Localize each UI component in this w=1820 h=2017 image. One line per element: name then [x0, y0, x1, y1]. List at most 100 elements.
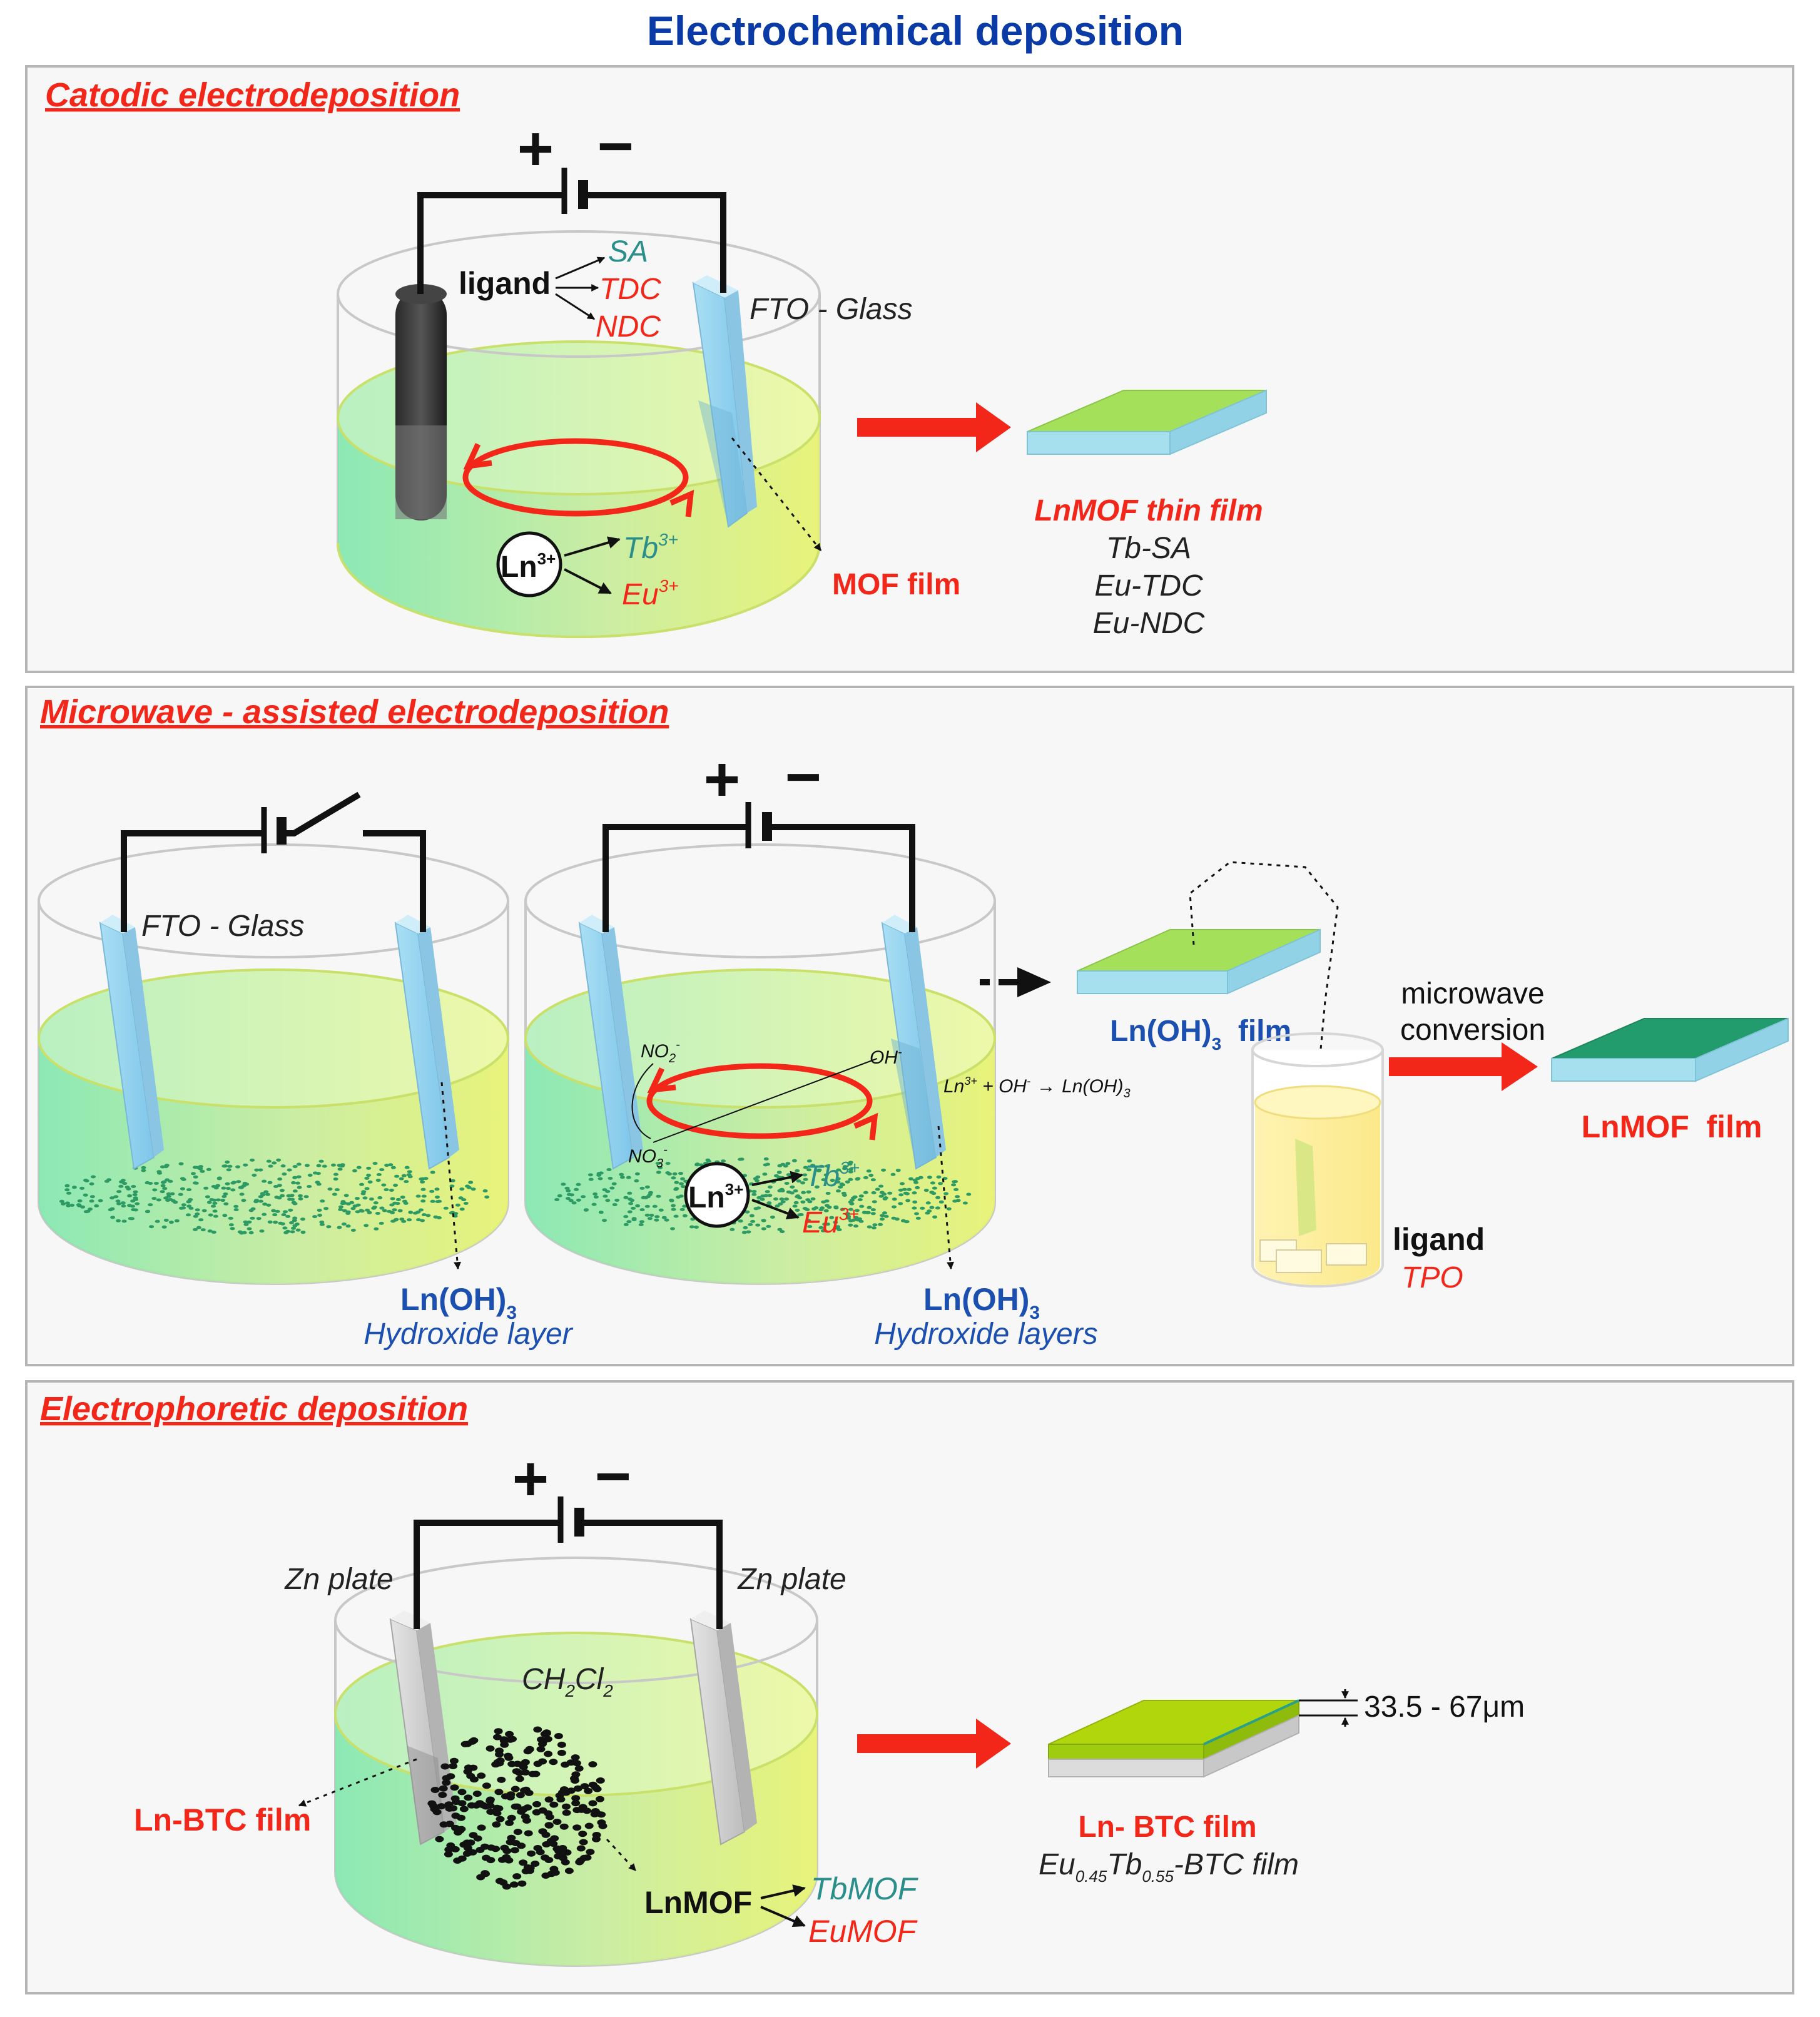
particle — [631, 1206, 636, 1210]
particle — [892, 1197, 897, 1201]
particle — [407, 1218, 412, 1222]
particle — [562, 1803, 571, 1810]
particle — [867, 1225, 872, 1229]
particle — [384, 1188, 389, 1192]
particle — [152, 1188, 158, 1192]
particle — [200, 1169, 205, 1173]
particle — [619, 1172, 624, 1176]
particle — [495, 1747, 504, 1754]
particle — [193, 1175, 198, 1179]
particle — [449, 1763, 458, 1769]
particle — [746, 1230, 751, 1234]
particle — [513, 1829, 522, 1836]
particle — [796, 1179, 801, 1183]
particle — [163, 1196, 169, 1200]
particle — [912, 1191, 917, 1195]
particle — [848, 1170, 853, 1174]
particle — [839, 1182, 845, 1186]
particle — [192, 1181, 198, 1185]
solvent-cl: Cl — [575, 1663, 604, 1696]
particle — [394, 1174, 400, 1178]
fto-label-2: FTO - Glass — [141, 910, 304, 943]
particle — [296, 1175, 302, 1179]
particle — [779, 1197, 785, 1201]
solvent-sub2: 2 — [602, 1681, 613, 1700]
particle — [191, 1172, 196, 1176]
particle — [505, 1819, 514, 1826]
particle — [628, 1202, 634, 1206]
eumof-label: EuMOF — [808, 1914, 918, 1949]
particle — [478, 1802, 487, 1809]
particle — [562, 1809, 571, 1816]
particle — [166, 1192, 171, 1196]
particle — [381, 1183, 387, 1187]
particle — [895, 1169, 901, 1172]
particle — [444, 1846, 454, 1853]
particle — [392, 1201, 398, 1205]
particle — [780, 1162, 786, 1166]
particle — [235, 1165, 241, 1169]
particle — [377, 1196, 383, 1199]
particle — [765, 1190, 770, 1194]
particle — [334, 1188, 340, 1192]
particle — [205, 1195, 210, 1199]
particle — [455, 1203, 460, 1207]
particle — [602, 1194, 608, 1198]
particle — [450, 1179, 455, 1182]
particle — [484, 1195, 490, 1199]
particle — [206, 1167, 211, 1171]
particle — [870, 1178, 876, 1182]
particle — [379, 1206, 385, 1210]
particle — [515, 1776, 524, 1782]
particle — [399, 1177, 404, 1181]
particle — [355, 1197, 360, 1201]
particle — [291, 1226, 296, 1230]
particle — [855, 1177, 860, 1181]
particle — [468, 1181, 474, 1184]
particle — [282, 1226, 288, 1230]
fto-plate-b-right — [881, 915, 946, 1170]
particle — [263, 1190, 269, 1194]
particle — [449, 1757, 459, 1764]
particle — [113, 1195, 119, 1199]
particle — [318, 1159, 324, 1163]
result-item-eu-tdc: Eu-TDC — [1094, 569, 1203, 602]
particle — [115, 1199, 121, 1203]
particle — [89, 1195, 95, 1199]
particle — [506, 1839, 515, 1846]
particle — [207, 1229, 213, 1233]
circuit-microwave-b — [602, 802, 915, 932]
particle — [730, 1227, 735, 1231]
particle — [795, 1169, 800, 1172]
particle — [404, 1166, 410, 1169]
particle — [482, 1189, 488, 1192]
particle — [365, 1208, 370, 1212]
particle — [878, 1222, 883, 1226]
particle — [930, 1181, 935, 1185]
particle — [437, 1216, 442, 1219]
particle — [120, 1201, 126, 1205]
particle — [506, 1794, 515, 1801]
particle — [83, 1179, 88, 1182]
battery-plus-2: + — [704, 744, 740, 815]
particle — [639, 1220, 644, 1224]
particle — [592, 1192, 598, 1196]
particle — [499, 1737, 509, 1744]
btc-film-slab — [1048, 1699, 1299, 1778]
particle — [283, 1210, 288, 1214]
particle — [793, 1189, 798, 1192]
particle — [292, 1219, 297, 1222]
particle — [356, 1166, 362, 1169]
particle — [521, 1769, 530, 1776]
ligand-ndc: NDC — [596, 310, 661, 343]
particle — [920, 1206, 925, 1210]
particle — [592, 1836, 601, 1842]
particle — [437, 1803, 446, 1810]
particle — [421, 1194, 427, 1198]
particle — [542, 1729, 551, 1736]
particle — [835, 1189, 841, 1193]
particle — [903, 1220, 909, 1224]
particle — [215, 1184, 221, 1187]
no2-sup: - — [676, 1038, 680, 1052]
particle — [784, 1182, 790, 1185]
